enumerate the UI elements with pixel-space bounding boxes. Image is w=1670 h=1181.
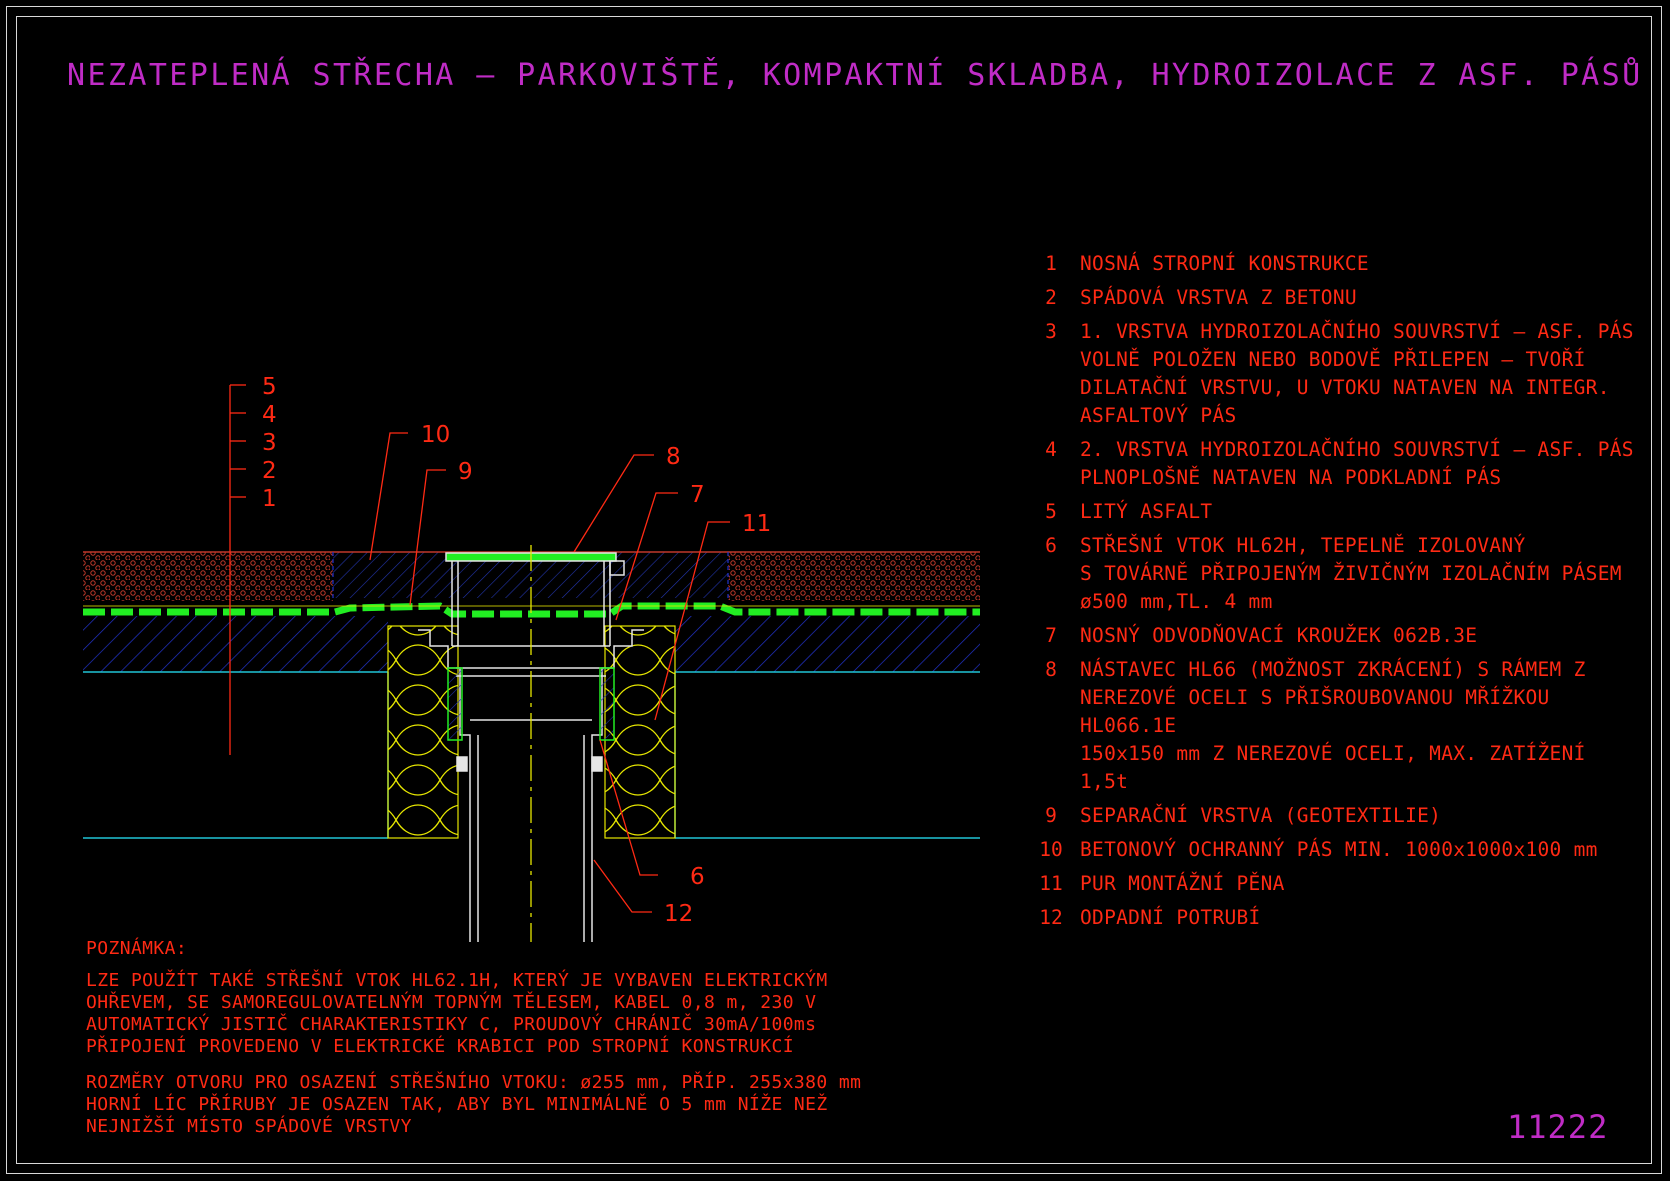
note-heading: POZNÁMKA: bbox=[86, 938, 188, 959]
legend-item: 3 1. VRSTVA HYDROIZOLAČNÍHO SOUVRSTVÍ – A… bbox=[1022, 318, 1642, 430]
legend-number: 10 bbox=[1039, 838, 1063, 861]
legend-number: 1 bbox=[1045, 252, 1057, 275]
callout-1: 1 bbox=[262, 486, 277, 512]
legend-number: 3 bbox=[1045, 320, 1057, 343]
legend-number: 2 bbox=[1045, 286, 1057, 309]
legend-text: 2. VRSTVA HYDROIZOLAČNÍHO SOUVRSTVÍ – AS… bbox=[1080, 438, 1634, 489]
legend-text: PUR MONTÁŽNÍ PĚNA bbox=[1080, 872, 1285, 895]
drawing-number: 11222 bbox=[1507, 1108, 1609, 1146]
legend-text: NOSNÝ ODVODŇOVACÍ KROUŽEK 062B.3E bbox=[1080, 624, 1478, 647]
legend-number: 8 bbox=[1045, 658, 1057, 681]
legend-item: 7 NOSNÝ ODVODŇOVACÍ KROUŽEK 062B.3E bbox=[1022, 622, 1642, 650]
legend-item: 2 SPÁDOVÁ VRSTVA Z BETONU bbox=[1022, 284, 1642, 312]
legend-number: 12 bbox=[1039, 906, 1063, 929]
legend-number: 11 bbox=[1039, 872, 1063, 895]
callout-5: 5 bbox=[262, 374, 277, 400]
callout-12: 12 bbox=[664, 901, 693, 927]
callout-3: 3 bbox=[262, 430, 277, 456]
insulation-left bbox=[388, 626, 458, 838]
asphalt-layer-left bbox=[83, 552, 333, 601]
legend-item: 6 STŘEŠNÍ VTOK HL62H, TEPELNĚ IZOLOVANÝ S… bbox=[1022, 532, 1642, 616]
legend-number: 5 bbox=[1045, 500, 1057, 523]
legend-item: 11 PUR MONTÁŽNÍ PĚNA bbox=[1022, 870, 1642, 898]
legend-item: 9 SEPARAČNÍ VRSTVA (GEOTEXTILIE) bbox=[1022, 802, 1642, 830]
legend-item: 1 NOSNÁ STROPNÍ KONSTRUKCE bbox=[1022, 250, 1642, 278]
callout-11: 11 bbox=[742, 511, 771, 537]
legend-text: LITÝ ASFALT bbox=[1080, 500, 1213, 523]
callout-4: 4 bbox=[262, 402, 277, 428]
drawing-frame-inner bbox=[16, 16, 1652, 1164]
legend-text: NOSNÁ STROPNÍ KONSTRUKCE bbox=[1080, 252, 1369, 275]
layer-callouts bbox=[229, 384, 246, 755]
drawing-frame-outer bbox=[6, 6, 1662, 1174]
note-paragraph-opening: ROZMĚRY OTVORU PRO OSAZENÍ STŘEŠNÍHO VTO… bbox=[86, 1072, 862, 1137]
insulation-right bbox=[605, 626, 675, 838]
callout-6: 6 bbox=[690, 864, 705, 890]
drain-body bbox=[418, 629, 644, 942]
sloping-concrete-right bbox=[675, 616, 980, 672]
legend-text: ODPADNÍ POTRUBÍ bbox=[1080, 906, 1261, 929]
leader-lines bbox=[369, 432, 730, 913]
membrane-layer bbox=[83, 602, 980, 618]
callout-7: 7 bbox=[690, 482, 705, 508]
legend-item: 12 ODPADNÍ POTRUBÍ bbox=[1022, 904, 1642, 932]
legend-text: NÁSTAVEC HL66 (MOŽNOST ZKRÁCENÍ) S RÁMEM… bbox=[1080, 658, 1586, 793]
legend: 1 NOSNÁ STROPNÍ KONSTRUKCE 2 SPÁDOVÁ VRSTV… bbox=[1022, 250, 1642, 938]
legend-number: 6 bbox=[1045, 534, 1057, 557]
legend-text: 1. VRSTVA HYDROIZOLAČNÍHO SOUVRSTVÍ – AS… bbox=[1080, 320, 1634, 427]
note-paragraph-heating: LZE POUŽÍT TAKÉ STŘEŠNÍ VTOK HL62.1H, KT… bbox=[86, 970, 828, 1057]
legend-text: SEPARAČNÍ VRSTVA (GEOTEXTILIE) bbox=[1080, 804, 1442, 827]
callout-2: 2 bbox=[262, 458, 277, 484]
callout-10: 10 bbox=[421, 422, 450, 448]
legend-item: 5 LITÝ ASFALT bbox=[1022, 498, 1642, 526]
legend-text: BETONOVÝ OCHRANNÝ PÁS MIN. 1000x1000x100… bbox=[1080, 838, 1598, 861]
drawing-title: NEZATEPLENÁ STŘECHA – PARKOVIŠTĚ, KOMPAK… bbox=[67, 58, 1643, 93]
legend-number: 7 bbox=[1045, 624, 1057, 647]
note-block: POZNÁMKA: LZE POUŽÍT TAKÉ STŘEŠNÍ VTOK H… bbox=[86, 938, 946, 1152]
legend-number: 9 bbox=[1045, 804, 1057, 827]
legend-item: 8 NÁSTAVEC HL66 (MOŽNOST ZKRÁCENÍ) S RÁME… bbox=[1022, 656, 1642, 796]
legend-item: 10 BETONOVÝ OCHRANNÝ PÁS MIN. 1000x1000x1… bbox=[1022, 836, 1642, 864]
legend-text: STŘEŠNÍ VTOK HL62H, TEPELNĚ IZOLOVANÝ S … bbox=[1080, 534, 1622, 613]
legend-number: 4 bbox=[1045, 438, 1057, 461]
legend-text: SPÁDOVÁ VRSTVA Z BETONU bbox=[1080, 286, 1357, 309]
sloping-concrete-left bbox=[83, 616, 388, 672]
callout-8: 8 bbox=[666, 444, 681, 470]
asphalt-layer-right bbox=[728, 552, 980, 601]
legend-item: 4 2. VRSTVA HYDROIZOLAČNÍHO SOUVRSTVÍ – A… bbox=[1022, 436, 1642, 492]
callout-9: 9 bbox=[458, 459, 473, 485]
